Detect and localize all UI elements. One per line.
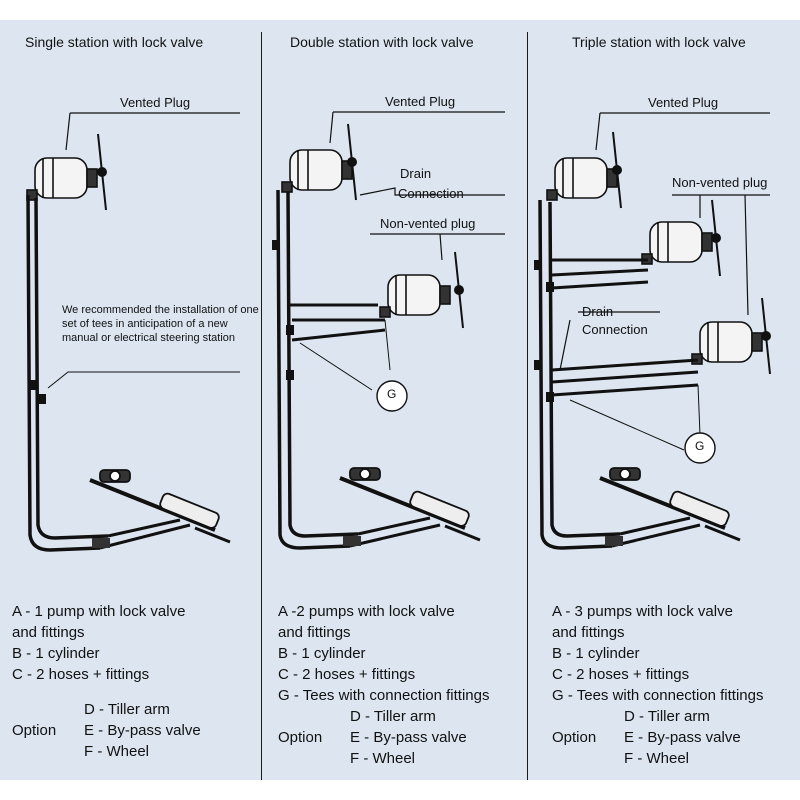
- option-item: F - Wheel: [350, 750, 416, 767]
- hose: [26, 194, 109, 552]
- double-station-schematic: [272, 111, 505, 550]
- column-divider: [527, 32, 528, 780]
- steering-wheel: [97, 133, 107, 211]
- legend: A - 3 pumps with lock valve and fittings…: [552, 601, 797, 769]
- cylinder: [338, 466, 482, 542]
- legend-item: A -2 pumps with lock valve: [278, 603, 455, 620]
- option-item: D - Tiller arm: [624, 708, 710, 725]
- legend: A -2 pumps with lock valve and fittings …: [278, 601, 523, 769]
- legend-item: G - Tees with connection fittings: [552, 687, 764, 704]
- column-title: Single station with lock valve: [25, 34, 204, 50]
- steering-wheel: [347, 123, 357, 201]
- column-title: Double station with lock valve: [290, 34, 474, 50]
- legend-item: B - 1 cylinder: [552, 645, 640, 662]
- column-title: Triple station with lock valve: [572, 34, 746, 50]
- hose: [276, 189, 359, 550]
- legend-item: C - 2 hoses + fittings: [552, 666, 690, 683]
- pump-a2: [379, 274, 451, 318]
- pump-a2: [641, 221, 713, 265]
- option-label: Option: [552, 729, 597, 746]
- drain-label: Drain: [400, 166, 432, 181]
- option-item: E - By-pass valve: [624, 729, 741, 746]
- hydraulic-schematic: [26, 111, 771, 552]
- legend: A - 1 pump with lock valve and fittings …: [12, 601, 257, 762]
- vented-plug-label: Vented Plug: [120, 95, 191, 110]
- pump-a: [26, 157, 98, 201]
- single-station-schematic: [26, 112, 240, 552]
- option-label: Option: [278, 729, 323, 746]
- recommendation-note: We recommended the installation of one s…: [62, 304, 259, 344]
- vented-plug-label: Vented Plug: [648, 95, 719, 110]
- legend-item: A - 3 pumps with lock valve: [552, 603, 733, 620]
- legend-item: C - 2 hoses + fittings: [12, 666, 150, 683]
- triple-station-schematic: [534, 112, 771, 550]
- legend-item: G - Tees with connection fittings: [278, 687, 490, 704]
- steering-wheel: [711, 199, 721, 277]
- option-item: F - Wheel: [84, 743, 150, 760]
- column-divider: [261, 32, 262, 780]
- pump-a3: [691, 321, 763, 365]
- option-item: F - Wheel: [624, 750, 690, 767]
- steering-wheel: [454, 251, 464, 329]
- diagram-sheet: Single station with lock valve Vented Pl…: [0, 20, 800, 780]
- drain-connection-label: Connection: [582, 322, 648, 337]
- tee-marker: [376, 380, 408, 412]
- tee-marker: [684, 432, 716, 464]
- legend-item: B - 1 cylinder: [278, 645, 366, 662]
- drain-connection-label: Connection: [398, 186, 464, 201]
- pump-a: [546, 157, 618, 201]
- legend-item: A - 1 pump with lock valve: [12, 603, 186, 620]
- option-label: Option: [12, 722, 57, 739]
- legend-item: C - 2 hoses + fittings: [278, 666, 416, 683]
- cylinder: [598, 466, 742, 542]
- pump-a: [281, 149, 353, 193]
- legend-item: and fittings: [278, 624, 351, 641]
- non-vented-plug-label: Non-vented plug: [672, 175, 768, 190]
- option-item: E - By-pass valve: [84, 722, 201, 739]
- steering-wheel: [761, 297, 771, 375]
- option-item: D - Tiller arm: [350, 708, 436, 725]
- legend-item: and fittings: [552, 624, 625, 641]
- drain-label: Drain: [582, 304, 614, 319]
- steering-wheel: [612, 131, 622, 209]
- tee-label: G: [387, 387, 397, 401]
- hose: [538, 199, 621, 550]
- vented-plug-label: Vented Plug: [385, 94, 456, 109]
- option-item: E - By-pass valve: [350, 729, 467, 746]
- legend-item: B - 1 cylinder: [12, 645, 100, 662]
- tee-label: G: [695, 439, 705, 453]
- option-item: D - Tiller arm: [84, 701, 170, 718]
- non-vented-plug-label: Non-vented plug: [380, 216, 476, 231]
- legend-item: and fittings: [12, 624, 85, 641]
